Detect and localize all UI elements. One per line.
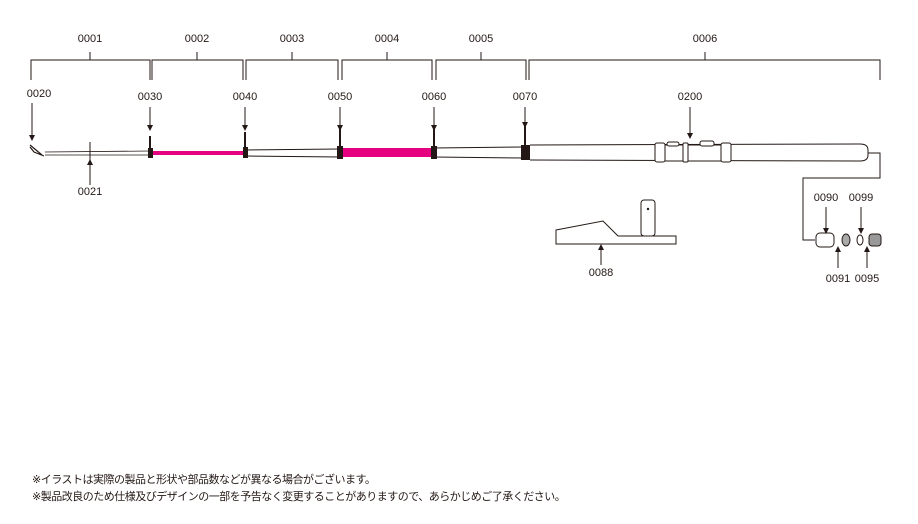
part-label-0090: 0090 xyxy=(813,192,839,204)
part-0091 xyxy=(841,233,851,247)
part-label-0021: 0021 xyxy=(77,186,103,198)
part-label-0095: 0095 xyxy=(854,273,880,285)
part-label-0040: 0040 xyxy=(232,91,258,103)
part-label-0091: 0091 xyxy=(825,273,851,285)
part-label-0060: 0060 xyxy=(421,91,447,103)
section-label-0001: 0001 xyxy=(77,33,103,45)
guide-0030 xyxy=(148,148,153,158)
section-label-0004: 0004 xyxy=(374,33,400,45)
part-0088-stand xyxy=(555,220,677,245)
tip-section xyxy=(44,150,151,156)
guide-0060 xyxy=(431,146,437,159)
section-label-0002: 0002 xyxy=(184,33,210,45)
pink-section-0004 xyxy=(343,148,431,157)
bracket-0004 xyxy=(341,59,433,80)
part-0095 xyxy=(868,233,882,247)
part-label-0070: 0070 xyxy=(512,91,538,103)
guide-0070 xyxy=(521,145,530,160)
part-label-0020: 0020 xyxy=(26,88,52,100)
section-label-0005: 0005 xyxy=(468,33,494,45)
part-label-0088: 0088 xyxy=(588,267,614,279)
bracket-0002 xyxy=(151,59,244,80)
note-spec-change: ※製品改良のため仕様及びデザインの一部を予告なく変更することがありますので、あら… xyxy=(32,490,566,503)
guide-0050 xyxy=(337,146,343,159)
guide-0040 xyxy=(243,147,248,158)
part-label-0099: 0099 xyxy=(848,192,874,204)
bracket-0003 xyxy=(245,59,339,80)
section-0003 xyxy=(244,148,341,158)
section-0005 xyxy=(433,146,526,159)
section-label-0003: 0003 xyxy=(279,33,305,45)
part-label-0050: 0050 xyxy=(327,91,353,103)
bracket-0005 xyxy=(435,59,527,80)
part-label-0030: 0030 xyxy=(137,91,163,103)
bracket-0006 xyxy=(528,59,881,80)
note-illustration: ※イラストは実際の製品と形状や部品数などが異なる場合がございます。 xyxy=(32,473,376,486)
leader-butt xyxy=(802,152,881,241)
bracket-0001 xyxy=(30,59,151,80)
pink-section-0002 xyxy=(153,151,243,155)
part-0099 xyxy=(856,234,864,246)
part-0090 xyxy=(815,232,835,248)
part-label-0200: 0200 xyxy=(677,91,703,103)
section-label-0006: 0006 xyxy=(692,33,718,45)
